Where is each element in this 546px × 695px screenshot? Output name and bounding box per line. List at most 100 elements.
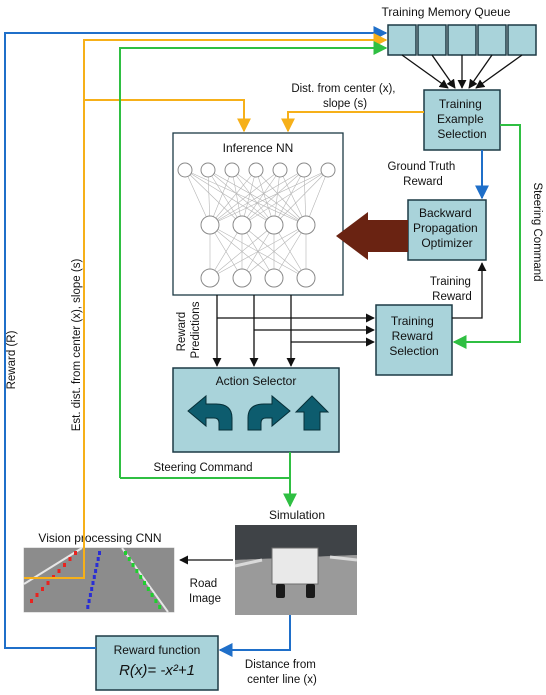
- state-feedback-lines: [24, 33, 424, 579]
- training-reward-arrow: [452, 262, 487, 319]
- right-lane-mark: [139, 575, 143, 579]
- nn-neuron: [232, 268, 252, 288]
- simulation-image: [234, 525, 358, 615]
- nn-connection: [184, 169, 307, 226]
- nn-connection: [209, 169, 233, 226]
- nn-neuron: [296, 268, 316, 288]
- est-dist-label: Est. dist. from center (x), slope (s): [71, 259, 83, 432]
- training-reward-selection-box: Training Reward Selection: [375, 304, 453, 376]
- nn-connection: [209, 224, 243, 279]
- center-lane-mark: [86, 605, 90, 609]
- action-selector-label: Action Selector: [216, 374, 297, 388]
- right-lane-mark: [143, 581, 146, 585]
- nn-connection: [273, 169, 305, 226]
- training-memory-queue-label: Training Memory Queue: [382, 5, 511, 19]
- left-lane-mark: [57, 569, 61, 573]
- weight-update-arrow: [336, 212, 408, 260]
- queue-slot: [417, 24, 447, 56]
- nn-neuron: [200, 162, 216, 178]
- queue-slot: [477, 24, 507, 56]
- center-lane-mark: [88, 593, 92, 597]
- queue-slot: [387, 24, 417, 56]
- nn-neuron: [264, 215, 284, 235]
- nn-connection: [209, 169, 257, 226]
- nn-connection: [279, 169, 307, 226]
- nn-neuron: [224, 162, 240, 178]
- lane-detections: [30, 551, 162, 609]
- vision-cnn-label: Vision processing CNN: [38, 531, 161, 545]
- nn-connection: [241, 169, 281, 226]
- inference-nn-box: Inference NN: [172, 132, 344, 296]
- steering-command-lines: [119, 41, 521, 508]
- ground-truth-reward-label: Ground Truth Reward: [388, 161, 459, 188]
- inference-nn-label: Inference NN: [223, 141, 294, 155]
- nn-neuron: [296, 162, 312, 178]
- vision-cnn-image: [23, 547, 175, 613]
- right-lane-mark: [158, 605, 162, 609]
- reward-function-formula: R(x)= -x²+1: [119, 662, 195, 679]
- straight-arrow-icon: [294, 395, 330, 431]
- nn-connection: [241, 224, 307, 279]
- left-lane-mark: [30, 599, 33, 603]
- center-lane-mark: [96, 557, 100, 561]
- nn-connection: [255, 169, 307, 226]
- nn-neuron: [296, 215, 316, 235]
- nn-connection: [209, 169, 305, 226]
- right-lane-mark: [150, 593, 154, 597]
- center-lane-mark: [98, 551, 101, 555]
- nn-connection: [231, 169, 275, 226]
- nn-connection: [255, 169, 275, 226]
- left-lane-mark: [63, 563, 66, 567]
- nn-neuron: [248, 162, 264, 178]
- svg-text:Training Reward Se: Training Reward Selection: [389, 314, 438, 358]
- center-lane-mark: [91, 581, 95, 585]
- turn-left-arrow-icon: [187, 394, 233, 431]
- training-example-selection-line1: Training: [439, 97, 482, 111]
- nn-connection: [241, 169, 329, 226]
- center-lane-mark: [87, 599, 91, 603]
- nn-neuron: [232, 215, 252, 235]
- nn-connection: [209, 224, 307, 279]
- training-example-selection-line3: Selection: [437, 127, 486, 141]
- training-memory-queue: [387, 24, 537, 56]
- road-image-label: Road Image: [189, 578, 221, 605]
- right-lane-mark: [131, 563, 135, 567]
- svg-text:Backward Propagation: Backward Propagation Optimizer: [413, 206, 481, 250]
- nn-connection: [241, 169, 305, 226]
- steering-command-label: Steering Command: [153, 462, 252, 474]
- nn-neuron: [272, 162, 288, 178]
- center-lane-mark: [94, 569, 98, 573]
- training-reward-label: Training Reward: [430, 276, 474, 303]
- left-lane-mark: [41, 587, 44, 591]
- nn-connection: [184, 169, 243, 226]
- dist-slope-label: Dist. from center (x), slope (s): [291, 83, 398, 110]
- nn-connection: [184, 169, 211, 226]
- action-selector-box: Action Selector: [172, 367, 340, 453]
- left-lane-mark: [35, 593, 39, 597]
- training-example-selection-line2: Example: [437, 112, 484, 126]
- nn-neuron: [320, 162, 336, 178]
- right-lane-mark: [146, 587, 150, 591]
- right-lane-mark: [154, 599, 158, 603]
- center-lane-mark: [95, 563, 99, 567]
- nn-neuron: [200, 215, 220, 235]
- nn-neuron: [200, 268, 220, 288]
- left-lane-mark: [74, 551, 77, 555]
- right-lane-mark: [124, 551, 127, 555]
- nn-connection: [209, 169, 329, 226]
- nn-connection: [207, 169, 243, 226]
- nn-connection: [273, 169, 329, 226]
- left-lane-mark: [68, 557, 72, 561]
- backward-propagation-box: Backward Propagation Optimizer: [407, 199, 487, 261]
- svg-text:Training Example S: Training Example Selection: [437, 97, 487, 141]
- reward-function-box: Reward function R(x)= -x²+1: [95, 635, 219, 691]
- simulation-label: Simulation: [269, 508, 325, 522]
- queue-to-selection-arrows: [401, 54, 523, 89]
- center-lane-mark: [92, 575, 96, 579]
- turn-right-arrow-icon: [247, 394, 291, 431]
- reward-feedback-lines: [4, 26, 489, 657]
- nn-connection: [207, 169, 275, 226]
- distance-center-label: Distance from center line (x): [245, 659, 319, 686]
- center-lane-mark: [90, 587, 94, 591]
